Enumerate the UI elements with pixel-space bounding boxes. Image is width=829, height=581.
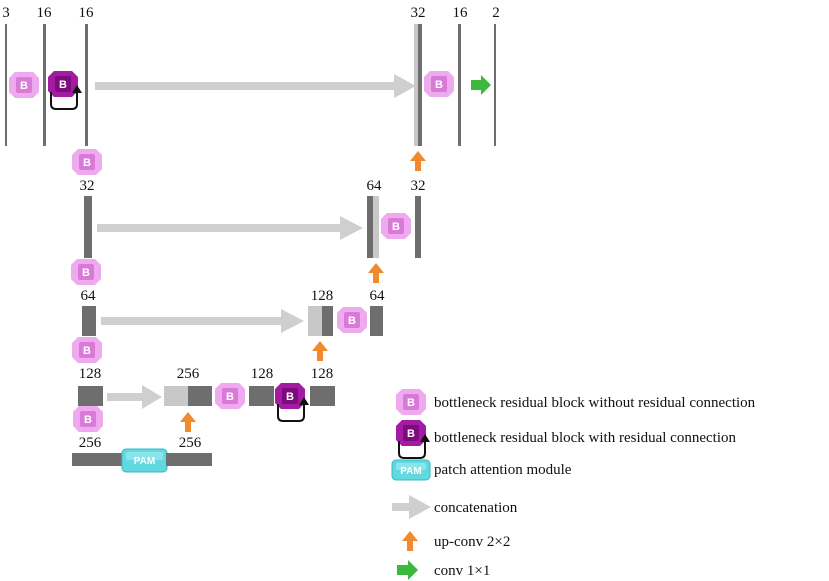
conv-arrow-icon (397, 560, 418, 580)
feature-map-l1-decoder (458, 24, 461, 146)
feature-map-l1-a (43, 24, 46, 146)
feature-map-l2-encoder (84, 196, 92, 258)
label-l4-mid: 128 (251, 366, 274, 382)
up-conv-arrow-icon (410, 151, 426, 171)
pam-icon: PAM (121, 448, 168, 473)
feature-map-l3-concat-light (308, 306, 322, 336)
residual-bottleneck-block-icon (395, 419, 431, 459)
legend-text-concatenation: concatenation (434, 500, 518, 516)
feature-map-output (494, 24, 496, 146)
label-l1-decoder: 16 (453, 5, 469, 21)
bottleneck-block-icon (72, 337, 102, 363)
label-l1-input: 3 (2, 5, 10, 21)
label-l1-b: 16 (79, 5, 95, 21)
feature-map-l2-decoder (415, 196, 421, 258)
feature-map-l1-b (85, 24, 88, 146)
concatenation-arrow-icon (107, 385, 162, 409)
bottleneck-block-icon (215, 383, 245, 409)
label-l3-decoder: 64 (370, 288, 386, 304)
residual-bottleneck-block-icon (47, 70, 83, 110)
bottleneck-block-icon (337, 307, 367, 333)
feature-map-l1-input (5, 24, 7, 146)
concatenation-arrow-icon (97, 216, 363, 240)
legend-text-conv: conv 1×1 (434, 563, 490, 579)
concatenation-arrow-icon (95, 74, 416, 98)
label-l3-concat: 128 (311, 288, 334, 304)
label-l2-concat: 64 (367, 178, 383, 194)
label-l2-encoder: 32 (80, 178, 95, 194)
feature-map-l3-encoder (82, 306, 96, 336)
up-conv-arrow-icon (402, 531, 418, 551)
feature-map-l4-concat-dark (188, 386, 212, 406)
label-l1-concat: 32 (411, 5, 426, 21)
label-l5-left: 256 (79, 435, 102, 451)
legend-text-block-residual: bottleneck residual block with residual … (434, 430, 736, 446)
feature-map-l1-concat-light (414, 24, 418, 146)
bottleneck-block-icon (396, 389, 426, 415)
up-conv-arrow-icon (312, 341, 328, 361)
feature-map-l4-concat-light (164, 386, 188, 406)
legend: bottleneck residual block without residu… (391, 389, 756, 580)
residual-bottleneck-block-icon (274, 382, 310, 422)
label-l4-encoder: 128 (79, 366, 102, 382)
label-l5-right: 256 (179, 435, 202, 451)
feature-map-l4-decoder (310, 386, 335, 406)
label-l1-a: 16 (37, 5, 53, 21)
concatenation-arrow-icon (392, 495, 431, 519)
feature-map-l1-concat-dark (418, 24, 422, 146)
concatenation-arrow-icon (101, 309, 304, 333)
bottleneck-block-icon (72, 149, 102, 175)
up-conv-arrow-icon (368, 263, 384, 283)
bottleneck-block-icon (71, 259, 101, 285)
label-l2-decoder: 32 (411, 178, 426, 194)
legend-text-upconv: up-conv 2×2 (434, 534, 510, 550)
svg-text:PAM: PAM (134, 456, 155, 467)
legend-text-pam: patch attention module (434, 462, 572, 478)
feature-map-l2-concat-light (373, 196, 379, 258)
feature-map-l4-mid (249, 386, 274, 406)
label-l3-encoder: 64 (81, 288, 97, 304)
feature-map-l4-encoder (78, 386, 103, 406)
up-conv-arrow-icon (180, 412, 196, 432)
feature-map-l5-right (166, 453, 212, 466)
feature-map-l3-decoder (370, 306, 383, 336)
bottleneck-block-icon (381, 213, 411, 239)
bottleneck-block-icon (424, 71, 454, 97)
bottleneck-block-icon (73, 406, 103, 432)
bottleneck-block-icon (9, 72, 39, 98)
svg-text:PAM: PAM (400, 466, 421, 477)
label-l4-decoder: 128 (311, 366, 334, 382)
feature-map-l3-concat-dark (322, 306, 333, 336)
feature-map-l2-concat-dark (367, 196, 373, 258)
conv-arrow-icon (471, 75, 491, 95)
label-l4-concat: 256 (177, 366, 200, 382)
label-output: 2 (492, 5, 500, 21)
pam-icon: PAM (391, 459, 431, 481)
legend-text-block-plain: bottleneck residual block without residu… (434, 395, 756, 411)
feature-map-l5-left (72, 453, 124, 466)
